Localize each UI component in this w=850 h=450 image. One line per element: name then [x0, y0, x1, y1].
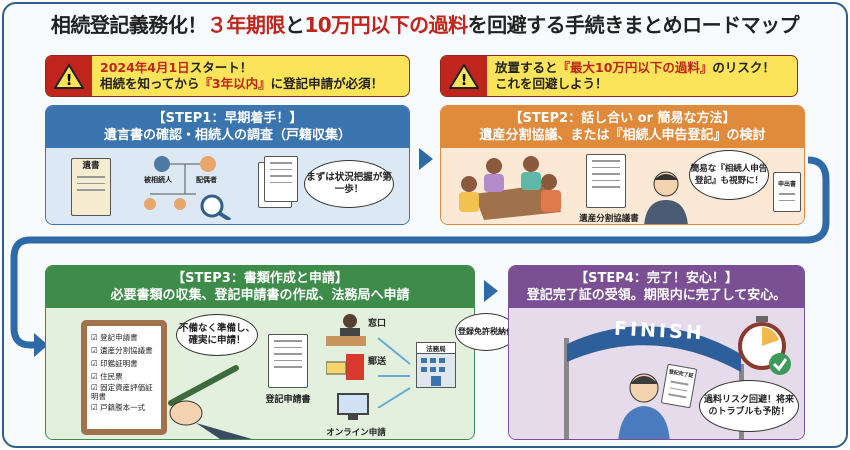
method-mail: 郵送 [368, 357, 387, 367]
warning-icon: ! [441, 56, 487, 96]
agreement-label: 遺産分割協議書 [579, 214, 639, 224]
step3-description: 必要書類の収集、登記申請書の作成、法務局へ申請 [110, 288, 410, 303]
registration-application-icon [268, 334, 308, 388]
method-online: オンライン申請 [326, 428, 386, 438]
mail-post-icon [326, 354, 364, 380]
document-icon [264, 156, 298, 202]
checklist-item: ☑ 戸籍謄本一式 [91, 403, 146, 412]
step2-description: 遺産分割協議、または『相続人申告登記』の検討 [479, 128, 766, 143]
finish-banner-text: FINISH [613, 317, 706, 345]
checklist-clipboard: ☑ 登記申請書 ☑ 遺産分割協議書 ☑ 印鑑証明書 ☑ 住民票 ☑ 固定資産評価… [81, 320, 167, 435]
checklist-item: ☑ 住民票 [91, 372, 123, 381]
computer-icon [337, 393, 369, 420]
step3-card: 【STEP3：書類作成と申請】必要書類の収集、登記申請書の作成、法務局へ申請 ☑… [45, 265, 475, 440]
step4-card: 【STEP4：完了！安心！】登記完了証の受領。期限内に完了して安心。 FINIS… [508, 265, 805, 440]
will-scroll-icon: 遺書 [71, 158, 111, 216]
step3-label: 【STEP3：書類作成と申請】 [172, 271, 348, 286]
svg-text:!: ! [66, 71, 73, 89]
arrow-step3-to-step4 [484, 280, 498, 302]
step2-label: 【STEP2：話し合い or 簡易な方法】 [509, 111, 736, 126]
method-arrows [377, 337, 411, 408]
warning-icon: ! [46, 56, 92, 96]
page-title: 相続登記義務化！３年期限と10万円以下の過料を回避する手続きまとめロードマップ [50, 13, 800, 37]
step3-speech-bubble: 不備なく準備し、確実に申請！ [176, 314, 258, 356]
stopwatch-check-icon [738, 316, 791, 375]
registration-tax-bubble: 登録免許税納付 [455, 313, 517, 351]
legal-affairs-bureau-icon: 法務局 [416, 342, 456, 388]
step1-card: 【STEP1：早期着手！】遺言書の確認・相続人の調査（戸籍収集） 遺書 被相続人… [45, 105, 410, 225]
step1-speech-bubble: まずは状況把握が第一歩！ [304, 160, 394, 208]
application-form-icon: 申出書 [773, 172, 801, 212]
family-tree-icon: 被相続人配偶者 [136, 154, 246, 220]
step4-description: 登記完了証の受領。期限内に完了して安心。 [526, 288, 787, 303]
application-doc-label: 登記申請書 [265, 395, 311, 405]
advisor-person-icon [644, 171, 688, 224]
counter-clerk-icon [326, 314, 366, 346]
checklist-item: ☑ 固定資産評価証明書 [91, 383, 153, 401]
happy-person-icon [618, 373, 670, 439]
arrow-step1-to-step2 [419, 148, 433, 170]
checklist-item: ☑ 遺産分割協議書 [91, 346, 153, 355]
step1-description: 遺言書の確認・相続人の調査（戸籍収集） [103, 128, 351, 143]
warning-deadline: ! 2024年4月1日スタート！相続を知ってから『3年以内』に登記申請が必須！ [45, 55, 410, 97]
step2-card: 【STEP2：話し合い or 簡易な方法】遺産分割協議、または『相続人申告登記』… [440, 105, 805, 225]
checklist-item: ☑ 登記申請書 [91, 333, 138, 342]
warning-penalty: ! 放置すると『最大10万円以下の過料』のリスク！これを回避しよう！ [440, 55, 798, 97]
step1-label: 【STEP1：早期着手！】 [152, 111, 303, 126]
method-counter: 窓口 [368, 319, 387, 329]
svg-text:!: ! [461, 71, 468, 89]
step4-speech-bubble: 過料リスク回避！将来のトラブルも予防！ [699, 380, 799, 432]
hand-pen-icon [168, 365, 252, 439]
step4-label: 【STEP4：完了！安心！】 [575, 271, 738, 286]
step2-speech-bubble: 簡易な『相続人申告登記』も視野に！ [689, 150, 769, 200]
family-meeting-icon [459, 156, 561, 220]
agreement-document-icon [586, 154, 626, 208]
checklist-item: ☑ 印鑑証明書 [91, 359, 138, 368]
